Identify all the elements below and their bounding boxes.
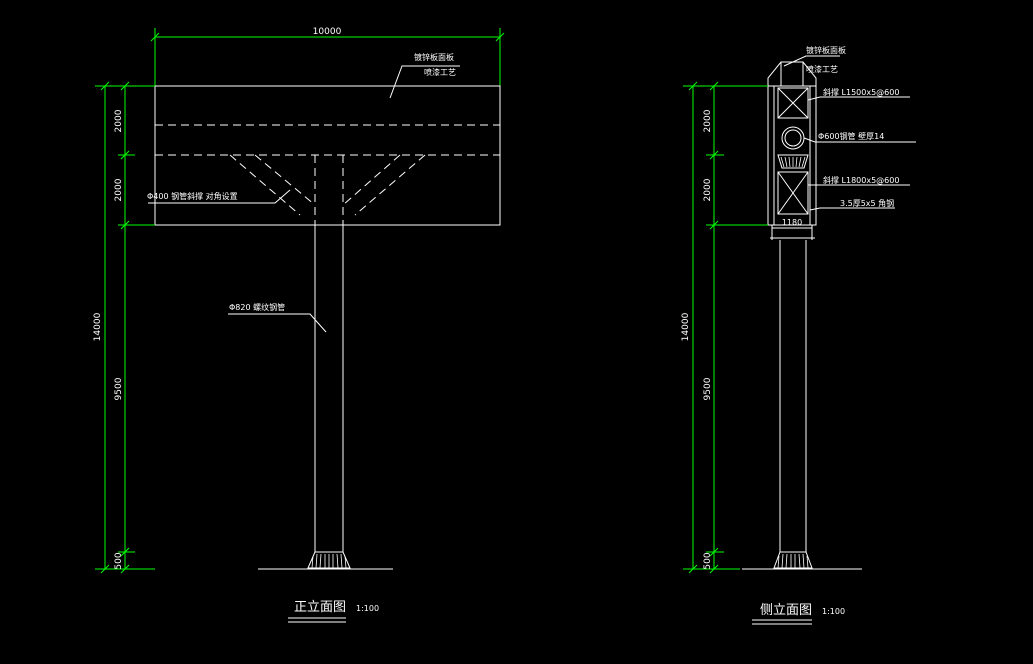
side-dim-2000-mid: 2000	[703, 178, 713, 201]
front-elevation: 10000	[93, 27, 505, 623]
side-dim-9500: 9500	[703, 377, 713, 400]
side-title: 侧立面图	[760, 603, 812, 618]
front-height-dimensions: 2000 2000 14000 9500 500	[93, 81, 155, 574]
side-frame-inner	[773, 85, 811, 226]
side-lower-box	[777, 171, 809, 215]
front-column-label: Φ820 螺纹钢管	[229, 302, 285, 312]
front-width-dimension: 10000	[150, 27, 505, 86]
side-depth-dimension: 1180	[770, 218, 815, 240]
side-upper-box	[777, 87, 809, 119]
side-depth-text: 1180	[782, 218, 802, 227]
side-label-1: 斜撑 L1500x5@600	[823, 87, 899, 97]
front-panel-label-2: 喷漆工艺	[424, 67, 456, 77]
side-annotations: 镀锌板面板 喷漆工艺 斜撑 L1500x5@600 Φ600钢管 壁厚14 斜撑…	[783, 45, 916, 211]
front-dim-2000-top: 2000	[114, 109, 124, 132]
side-column-base	[742, 551, 862, 570]
side-label-4: 3.5厚5x5 角钢	[840, 198, 894, 208]
front-panel-label-1: 镀锌板面板	[414, 52, 454, 62]
side-dim-14000: 14000	[681, 312, 691, 341]
front-column-base	[258, 551, 393, 570]
front-dim-9500: 9500	[114, 377, 124, 400]
side-dim-500: 500	[703, 552, 713, 569]
side-title-block: 侧立面图 1:100	[752, 603, 845, 625]
front-annotations: 镀锌板面板 喷漆工艺 Φ400 钢管斜撑 对角设置 Φ820 螺纹钢管	[147, 52, 460, 333]
front-brace-label: Φ400 钢管斜撑 对角设置	[147, 191, 238, 201]
front-diagonal-braces	[229, 154, 426, 225]
front-title: 正立面图	[294, 600, 346, 615]
front-title-block: 正立面图 1:100	[288, 600, 379, 623]
side-dim-2000-top: 2000	[703, 109, 713, 132]
front-scale: 1:100	[356, 604, 379, 613]
side-height-dimensions: 2000 2000 14000 9500 500	[681, 81, 768, 574]
front-width-text: 10000	[313, 27, 342, 37]
side-panel-label-1: 镀锌板面板	[806, 45, 846, 55]
side-mid-hatch	[777, 154, 809, 169]
side-scale: 1:100	[822, 607, 845, 616]
side-pipe-inner	[784, 129, 802, 147]
front-dim-14000: 14000	[93, 312, 103, 341]
front-dim-500: 500	[114, 552, 124, 569]
front-dim-2000-mid: 2000	[114, 178, 124, 201]
side-label-2: Φ600钢管 壁厚14	[818, 131, 884, 141]
side-label-3: 斜撑 L1800x5@600	[823, 175, 899, 185]
side-elevation: 1180	[681, 45, 916, 625]
side-panel-label-2: 喷漆工艺	[806, 64, 838, 74]
